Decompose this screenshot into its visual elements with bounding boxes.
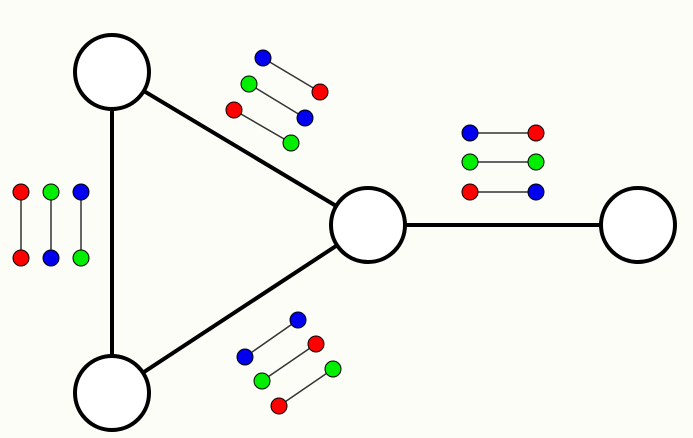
node-right xyxy=(599,186,677,264)
node-center xyxy=(329,186,407,264)
dot-blue xyxy=(296,109,314,127)
dot-green xyxy=(282,134,300,152)
dot-red xyxy=(12,249,30,267)
dot-red xyxy=(311,83,329,101)
dot-blue xyxy=(461,124,479,142)
dot-blue xyxy=(254,49,272,67)
dot-blue xyxy=(236,348,254,366)
pair-link xyxy=(244,319,299,358)
dot-red xyxy=(527,124,545,142)
dot-green xyxy=(253,372,271,390)
dot-blue xyxy=(42,249,60,267)
dot-green xyxy=(240,75,258,93)
node-bottom-left xyxy=(73,354,151,432)
dot-blue xyxy=(527,183,545,201)
dot-green xyxy=(461,153,479,171)
dot-green xyxy=(72,249,90,267)
dot-green xyxy=(42,183,60,201)
pair-link xyxy=(262,57,321,93)
edge-top-left-center xyxy=(110,70,370,227)
pair-link xyxy=(278,368,334,407)
edge-bottom-left-center xyxy=(110,223,370,395)
dot-red xyxy=(270,397,288,415)
dot-red xyxy=(307,335,325,353)
dot-blue xyxy=(72,183,90,201)
pair-link xyxy=(233,109,292,144)
dot-green xyxy=(324,360,342,378)
node-top-left xyxy=(73,33,151,111)
dot-red xyxy=(461,183,479,201)
pair-link xyxy=(248,83,306,119)
pair-link xyxy=(261,343,317,382)
dot-red xyxy=(12,183,30,201)
dot-green xyxy=(527,153,545,171)
dot-blue xyxy=(289,311,307,329)
dot-red xyxy=(225,101,243,119)
